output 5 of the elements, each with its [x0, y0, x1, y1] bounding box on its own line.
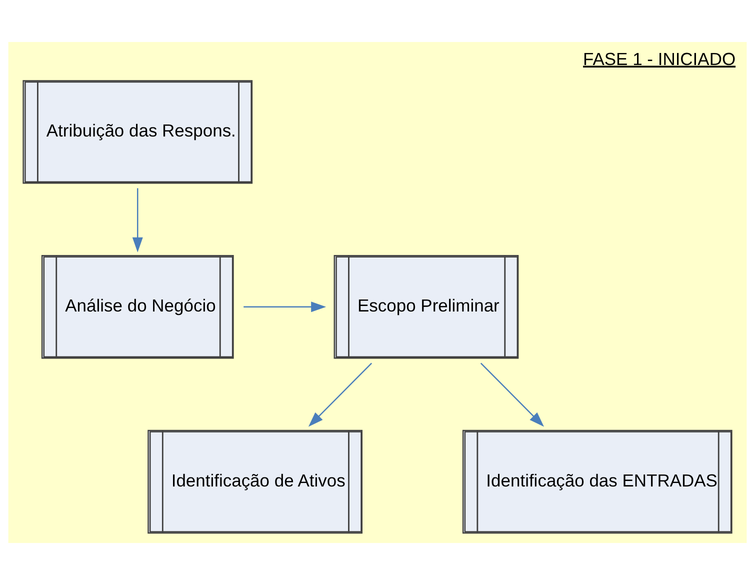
- diagram-title: FASE 1 - INICIADO: [583, 48, 736, 69]
- arrow: [480, 362, 544, 427]
- arrow: [244, 302, 326, 312]
- arrow: [132, 188, 143, 252]
- arrow: [308, 362, 372, 427]
